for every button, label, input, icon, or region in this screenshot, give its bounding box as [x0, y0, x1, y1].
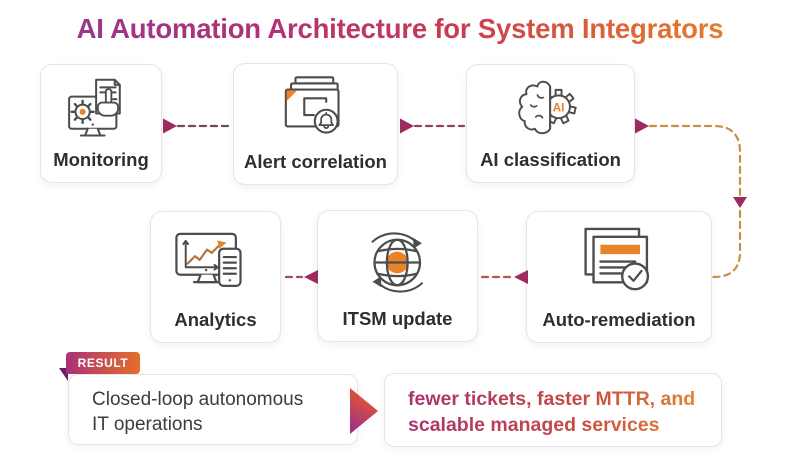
arrowhead-down-loop	[733, 197, 747, 208]
result-right-box: fewer tickets, faster MTTR, and scalable…	[384, 373, 722, 447]
node-ai-classification: AI AI classification	[466, 64, 635, 183]
result-left-line2: IT operations	[92, 414, 203, 435]
monitoring-icon	[67, 78, 121, 137]
alert-correlation-icon	[284, 76, 340, 134]
auto-remediation-icon	[584, 227, 649, 291]
itsm-update-icon	[371, 232, 424, 293]
result-left-line1: Closed-loop autonomous	[92, 389, 304, 410]
result-right-line2: scalable managed services	[408, 414, 660, 436]
node-label: Analytics	[174, 309, 257, 330]
result-left-box: Closed-loop autonomous IT operations	[68, 374, 358, 445]
node-label: Monitoring	[53, 149, 149, 170]
node-label: ITSM update	[342, 308, 453, 329]
result-badge: RESULT	[66, 352, 140, 374]
arrowhead-right-monitoring	[163, 118, 177, 134]
ai-classification-icon: AI	[518, 80, 578, 135]
node-alert-correlation: Alert correlation	[233, 63, 398, 185]
arrowhead-right-ai	[635, 118, 649, 134]
result-arrow-icon	[350, 388, 378, 434]
node-label: AI classification	[480, 149, 621, 170]
node-label: Alert correlation	[244, 151, 387, 172]
page-title: AI Automation Architecture for System In…	[0, 13, 800, 45]
arrowhead-left-into-analytics	[304, 270, 318, 284]
arrowhead-right-alert	[400, 118, 414, 134]
node-monitoring: Monitoring	[40, 64, 162, 183]
node-analytics: Analytics	[150, 211, 281, 343]
node-auto-remediation: Auto-remediation	[526, 211, 712, 343]
result-right-line1: fewer tickets, faster MTTR, and	[408, 388, 696, 410]
node-itsm-update: ITSM update	[317, 210, 478, 342]
ai-icon-text: AI	[553, 100, 565, 114]
node-label: Auto-remediation	[542, 309, 696, 330]
analytics-icon	[175, 232, 242, 287]
result-badge-fold	[59, 368, 68, 381]
